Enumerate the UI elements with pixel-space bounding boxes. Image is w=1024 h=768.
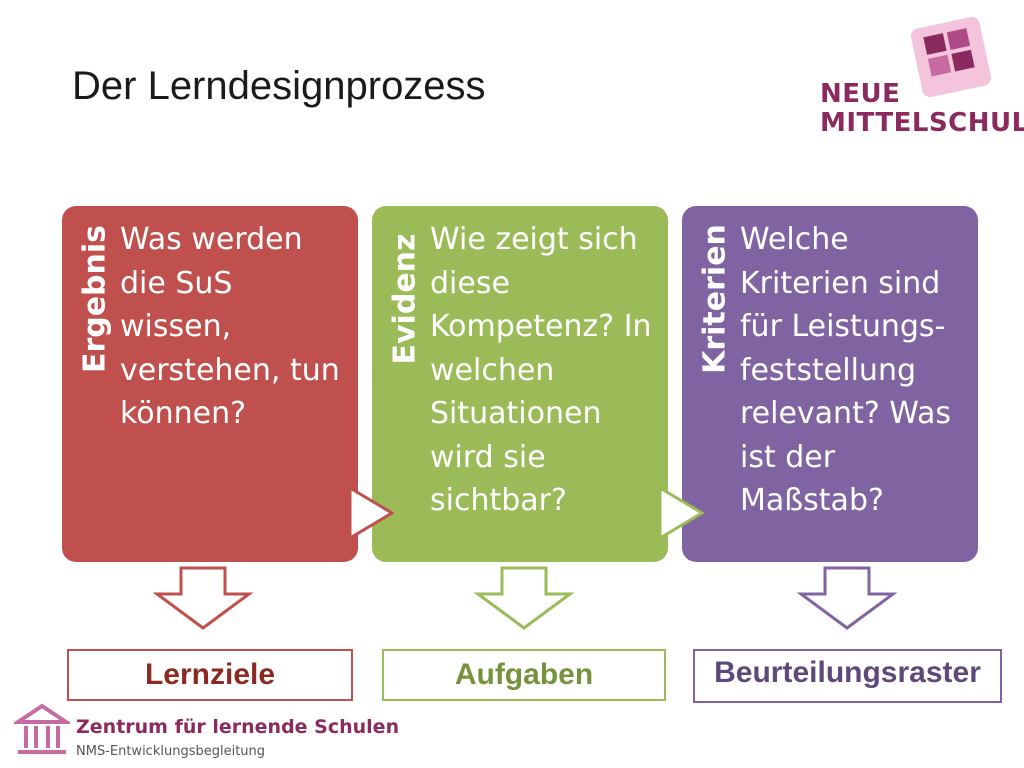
building-logo: [14, 703, 70, 754]
box-side-label: Evidenz: [382, 214, 428, 384]
side-label-kriterien: Kriterien: [697, 224, 733, 374]
footer-title: Zentrum für lernende Schulen: [76, 716, 400, 738]
box-text-ergebnis: Was werden die SuS wissen, verstehen, tu…: [120, 222, 340, 431]
side-label-ergebnis: Ergebnis: [77, 224, 113, 374]
logo-line1: NEUE: [820, 79, 901, 109]
outcome-lernziele: Lernziele: [67, 649, 353, 701]
footer-subtitle: NMS-Entwicklungsbegleitung: [76, 744, 266, 759]
arrow-down-icon: [797, 566, 897, 630]
box-kriterien: Kriterien Welche Kriterien sind für Leis…: [682, 206, 978, 562]
box-side-label: Ergebnis: [72, 214, 118, 384]
side-label-evidenz: Evidenz: [387, 233, 423, 365]
arrow-right-icon: [348, 486, 394, 540]
box-side-label: Kriterien: [692, 214, 738, 384]
arrow-down-icon: [153, 566, 253, 630]
box-ergebnis: Ergebnis Was werden die SuS wissen, vers…: [62, 206, 358, 562]
page-title: Der Lerndesignprozess: [72, 64, 486, 108]
box-text-kriterien: Welche Kriterien sind für Leistungs-fest…: [740, 222, 952, 518]
puzzle-pieces-logo: [910, 16, 992, 98]
arrow-right-icon: [658, 486, 704, 540]
box-evidenz: Evidenz Wie zeigt sich diese Kompetenz? …: [372, 206, 668, 562]
outcome-aufgaben: Aufgaben: [382, 649, 666, 701]
outcome-beurteilungsraster: Beurteilungsraster: [693, 649, 1002, 703]
arrow-down-icon: [474, 566, 574, 630]
box-text-evidenz: Wie zeigt sich diese Kompetenz? In welch…: [430, 222, 652, 518]
